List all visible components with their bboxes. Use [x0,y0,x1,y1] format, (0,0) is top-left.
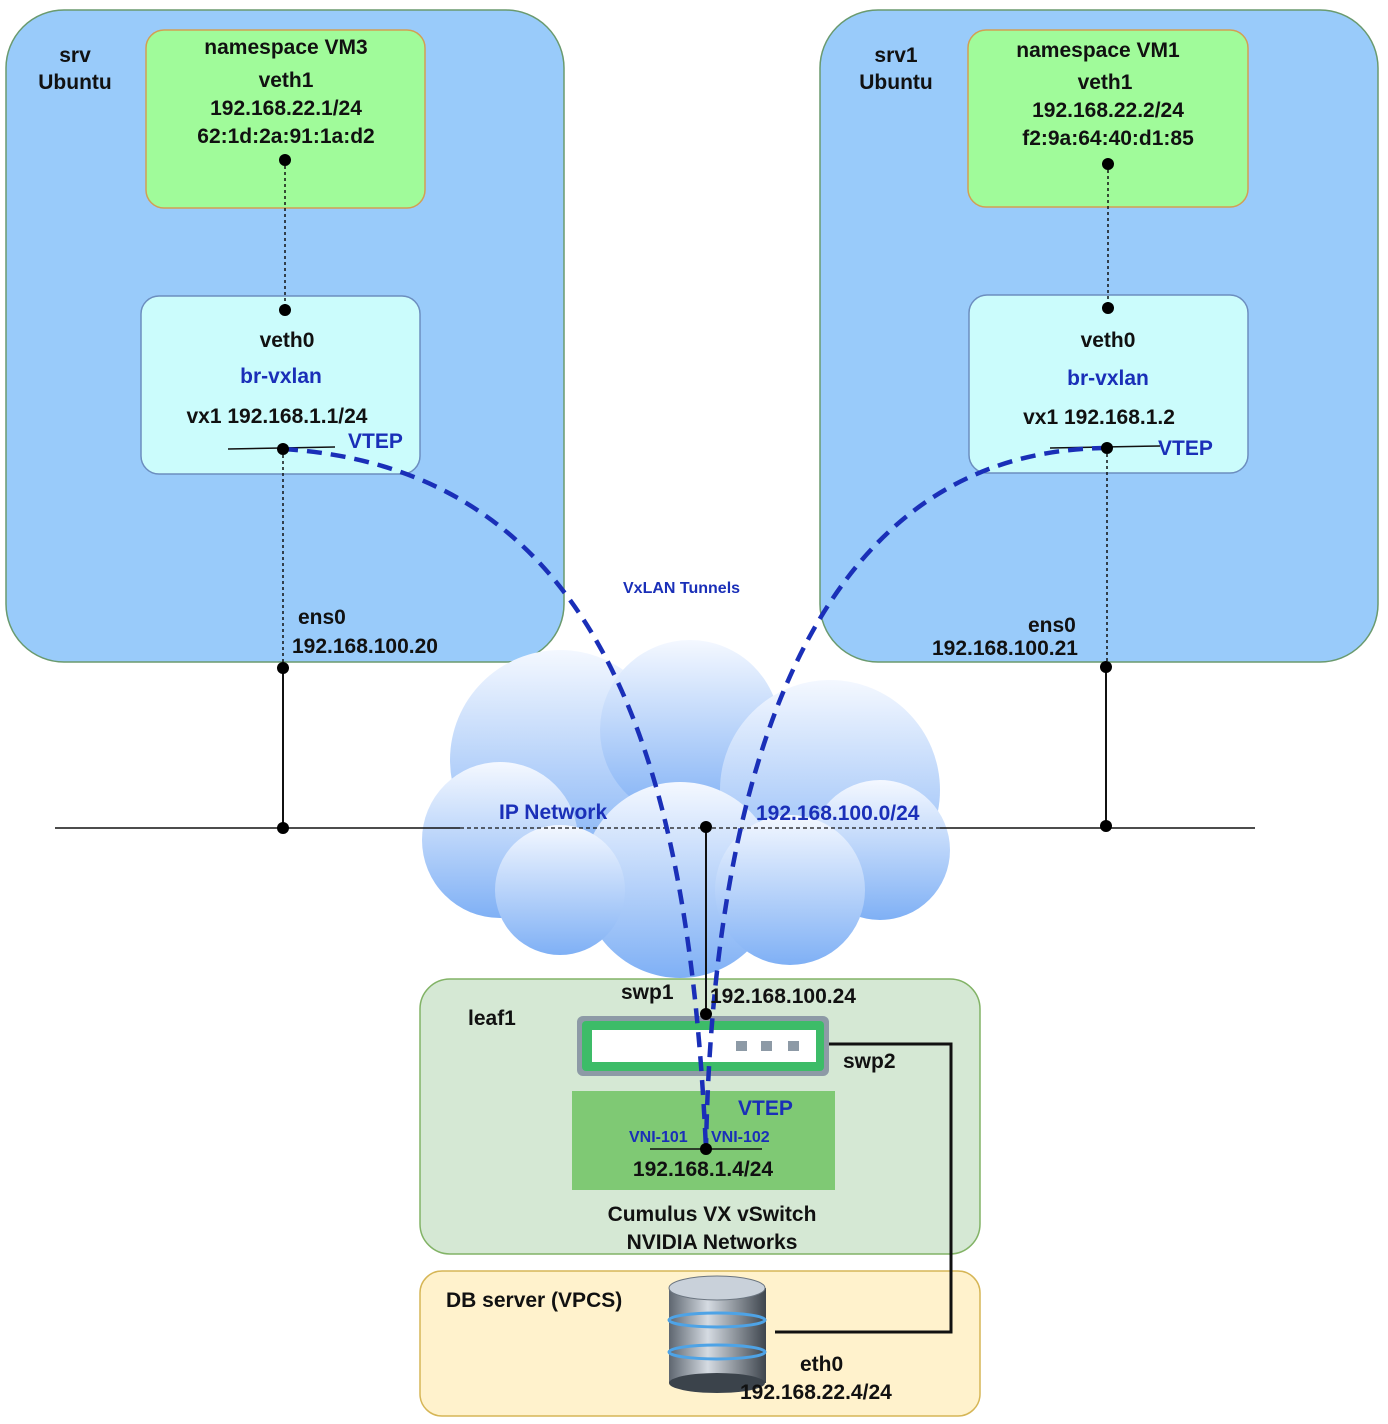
wires [55,160,1255,1334]
connection-dots [277,154,1114,1155]
leaf-vni-102: VNI-102 [711,1129,770,1146]
leaf-swp2-label: swp2 [843,1050,896,1073]
bridge-name-srv1: br-vxlan [1067,367,1149,390]
bridge-vx-srv1: vx1 192.168.1.2 [1023,406,1175,429]
uplink-ip-srv: 192.168.100.20 [292,635,438,658]
namespace-ip-vm3: 192.168.22.1/24 [210,97,362,120]
bridge-box-srv1 [968,294,1249,474]
network-subnet-label: 192.168.100.0/24 [756,802,920,825]
server-os-srv: Ubuntu [38,71,111,94]
namespace-title-vm1: namespace VM1 [1016,39,1180,62]
namespace-iface-vm1: veth1 [1078,71,1133,94]
leaf-swp1-ip: 192.168.100.24 [710,985,856,1008]
server-name-srv: srv [59,44,91,67]
bridge-vx-srv: vx1 192.168.1.1/24 [186,405,367,428]
vtep-label-srv: VTEP [348,430,403,453]
bridge-veth-srv: veth0 [260,329,315,352]
uplink-ip-srv1: 192.168.100.21 [932,637,1078,660]
db-iface-label: eth0 [800,1353,843,1376]
leaf-vtep-ip: 192.168.1.4/24 [633,1158,773,1181]
leaf-vni-101: VNI-101 [629,1129,688,1146]
server-os-srv1: Ubuntu [859,71,932,94]
leaf-swp1-label: swp1 [621,981,674,1004]
bridge-box-srv [140,295,421,475]
switch-device [577,1016,829,1076]
vxlan-tunnels-label: VxLAN Tunnels [623,580,740,597]
namespace-ip-vm1: 192.168.22.2/24 [1032,99,1184,122]
uplink-name-srv: ens0 [298,606,346,629]
leaf-product-name: Cumulus VX vSwitch [608,1203,817,1226]
namespace-mac-vm1: f2:9a:64:40:d1:85 [1022,127,1194,150]
leaf-vendor-name: NVIDIA Networks [627,1231,798,1254]
namespace-mac-vm3: 62:1d:2a:91:1a:d2 [197,125,374,148]
ip-network-label: IP Network [499,801,607,824]
uplink-name-srv1: ens0 [1028,614,1076,637]
vtep-label-srv1: VTEP [1158,437,1213,460]
db-server-name: DB server (VPCS) [446,1289,622,1312]
bridge-name-srv: br-vxlan [240,365,322,388]
database-icon [667,1275,767,1393]
leaf-vtep-label: VTEP [738,1097,793,1120]
bridge-veth-srv1: veth0 [1081,329,1136,352]
server-name-srv1: srv1 [874,44,918,67]
namespace-title-vm3: namespace VM3 [204,36,367,59]
ip-network-cloud [422,640,950,978]
leaf-name: leaf1 [468,1007,516,1030]
db-ip-label: 192.168.22.4/24 [740,1381,892,1404]
namespace-iface-vm3: veth1 [259,69,314,92]
